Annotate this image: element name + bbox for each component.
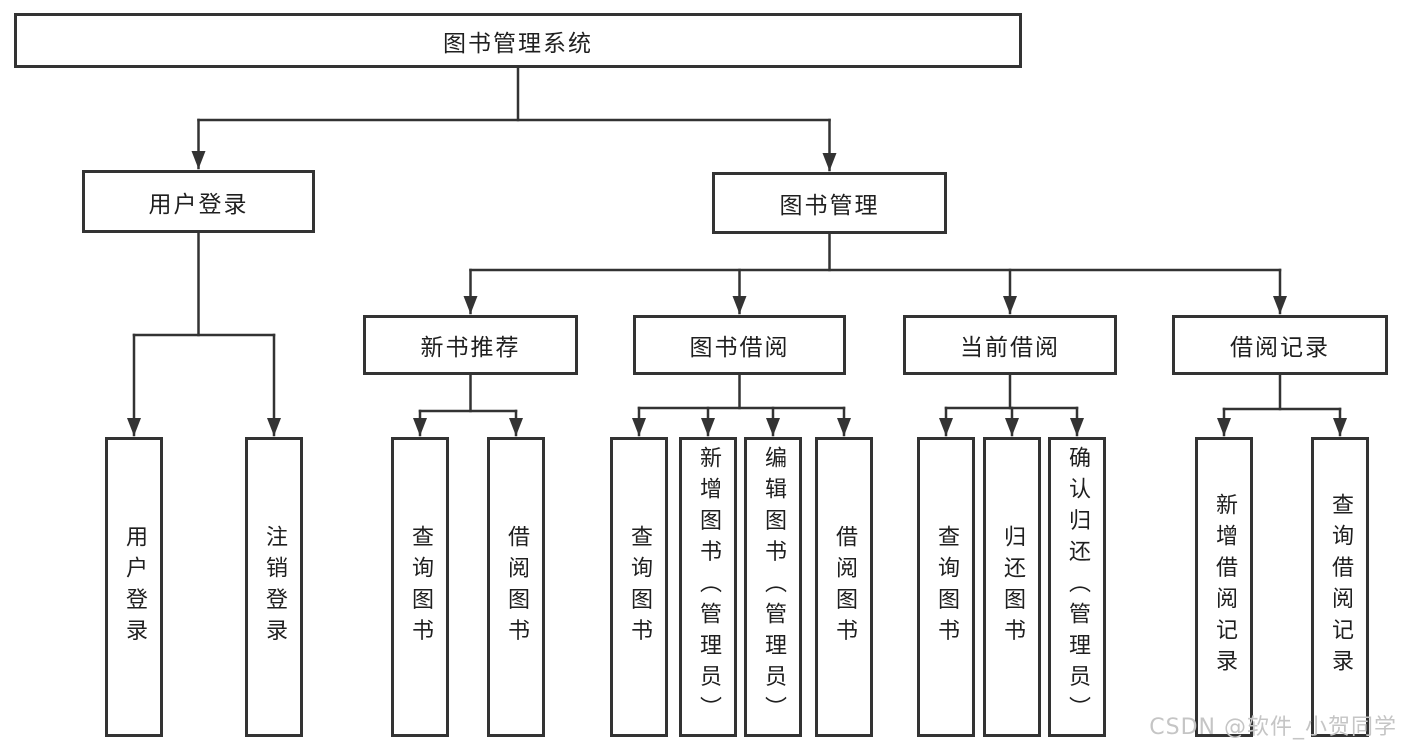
node-user-login-action: 用户登录 — [105, 437, 163, 737]
node-label: 查询图书 — [934, 524, 959, 650]
node-edit-books-admin: 编辑图书（管理员） — [744, 437, 802, 737]
node-query-borrow-record: 查询借阅记录 — [1311, 437, 1369, 737]
node-current-borrowing: 当前借阅 — [903, 315, 1117, 375]
node-label: 新增借阅记录 — [1212, 493, 1237, 681]
node-label: 查询图书 — [627, 524, 652, 650]
watermark: CSDN @软件_小贺同学 — [1149, 715, 1397, 740]
node-label: 确认归还（管理员） — [1065, 446, 1090, 728]
node-label: 当前借阅 — [960, 335, 1060, 361]
node-new-book-recommend: 新书推荐 — [363, 315, 578, 375]
node-label: 用户登录 — [148, 191, 249, 218]
node-borrowing-records: 借阅记录 — [1172, 315, 1388, 375]
node-label: 查询图书 — [408, 524, 433, 650]
node-return-books: 归还图书 — [983, 437, 1041, 737]
node-add-borrow-record: 新增借阅记录 — [1195, 437, 1253, 737]
node-logout-action: 注销登录 — [245, 437, 303, 737]
node-query-books-recommend: 查询图书 — [391, 437, 449, 737]
node-label: 编辑图书（管理员） — [761, 446, 786, 728]
node-user-login: 用户登录 — [82, 170, 315, 233]
node-add-books-admin: 新增图书（管理员） — [679, 437, 737, 737]
node-label: 图书管理系统 — [443, 30, 593, 57]
node-root: 图书管理系统 — [14, 13, 1022, 68]
node-query-books-borrowing: 查询图书 — [610, 437, 668, 737]
node-label: 图书借阅 — [689, 335, 790, 361]
node-label: 借阅记录 — [1230, 335, 1330, 361]
node-label: 图书管理 — [779, 193, 880, 219]
node-label: 查询借阅记录 — [1328, 493, 1353, 681]
node-label: 归还图书 — [1000, 524, 1025, 650]
node-borrow-books-recommend: 借阅图书 — [487, 437, 545, 737]
node-label: 新增图书（管理员） — [696, 446, 721, 728]
node-book-management: 图书管理 — [712, 172, 947, 234]
node-label: 借阅图书 — [832, 524, 857, 650]
node-label: 注销登录 — [262, 524, 287, 650]
node-borrow-books-borrowing: 借阅图书 — [815, 437, 873, 737]
node-confirm-return-admin: 确认归还（管理员） — [1048, 437, 1106, 737]
node-query-books-current: 查询图书 — [917, 437, 975, 737]
node-label: 新书推荐 — [420, 335, 521, 361]
node-book-borrowing: 图书借阅 — [633, 315, 846, 375]
node-label: 借阅图书 — [504, 524, 529, 650]
node-label: 用户登录 — [122, 524, 147, 650]
